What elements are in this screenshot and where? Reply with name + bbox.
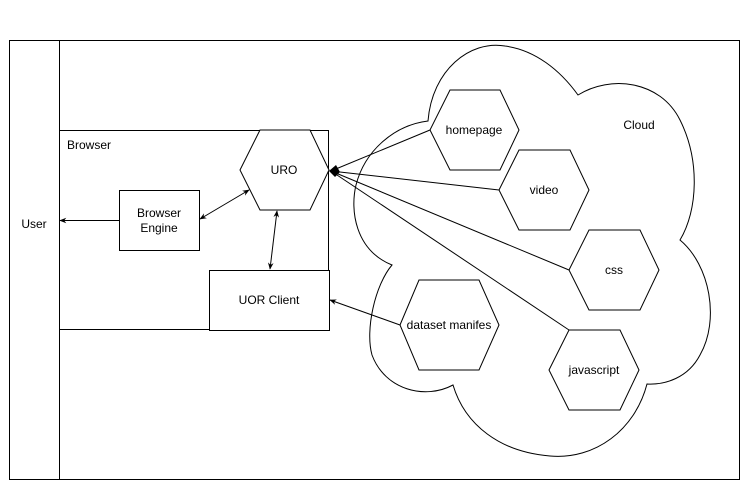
browser-engine-label-1: Browser [137,206,181,220]
homepage-hexagon [429,89,520,171]
homepage-to-uro-line [330,129,431,172]
uor-client-label: UOR Client [239,293,300,307]
uro-label: URO [271,163,298,177]
browser-engine-label-2: Engine [140,221,178,235]
dataset-manifest-hexagon [399,279,500,371]
browser-label: Browser [67,138,111,152]
engine-uro-arrow [199,189,250,220]
javascript-label: javascript [568,363,620,377]
css-hexagon [568,229,660,311]
javascript-to-uro-line [330,170,570,331]
video-hexagon [498,149,590,231]
uor-client-box [209,270,330,331]
javascript-hexagon [548,329,640,411]
browser-container [59,130,329,330]
uro-diamond-arrowhead [329,165,340,177]
uro-uorclient-arrow [267,210,280,270]
homepage-label: homepage [446,123,503,137]
video-to-uro-line [330,170,500,191]
video-label: video [530,183,559,197]
user-label: User [21,217,46,231]
cloud-shape [353,44,711,457]
uro-hexagon [239,129,330,211]
dataset-manifest-label: dataset manifes [407,318,492,332]
browser-engine-box [119,190,200,251]
cloud-label: Cloud [623,118,654,132]
dataset-to-uorclient-arrow [329,299,401,326]
css-to-uro-line [330,170,570,271]
css-label: css [605,263,623,277]
